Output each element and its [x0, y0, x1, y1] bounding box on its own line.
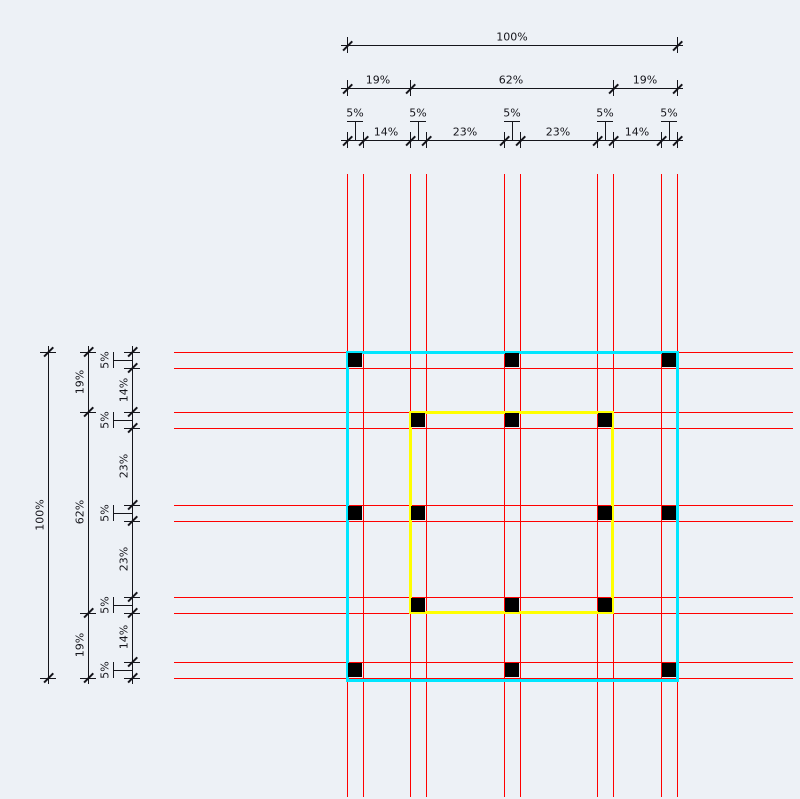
grid-line-horizontal	[174, 505, 793, 506]
dimension-line	[132, 346, 133, 684]
grid-line-horizontal	[174, 521, 793, 522]
column	[505, 353, 519, 367]
dimension-line	[88, 346, 89, 684]
dimension-label: 62%	[498, 73, 524, 87]
inner-boundary	[409, 411, 614, 614]
dimension-label: 5%	[346, 106, 364, 120]
column	[662, 506, 676, 520]
dimension-label: 5%	[660, 106, 678, 120]
dimension-label: 100%	[33, 499, 47, 531]
label-leader	[669, 121, 670, 140]
grid-line-horizontal	[174, 678, 793, 679]
dimension-label: 19%	[73, 369, 87, 395]
grid-line-vertical	[363, 174, 364, 797]
dimension-label: 23%	[452, 125, 478, 139]
column	[505, 598, 519, 612]
grid-line-horizontal	[174, 597, 793, 598]
grid-line-horizontal	[174, 428, 793, 429]
column	[348, 506, 362, 520]
column	[505, 413, 519, 427]
label-leader	[355, 121, 356, 140]
grid-line-vertical	[504, 174, 505, 797]
label-leader	[113, 513, 132, 514]
grid-line-vertical	[520, 174, 521, 797]
column	[411, 413, 425, 427]
label-leader	[512, 121, 513, 140]
column	[598, 598, 612, 612]
label-leader	[113, 420, 132, 421]
grid-line-vertical	[426, 174, 427, 797]
column	[662, 353, 676, 367]
label-leader	[113, 360, 132, 361]
dimension-label: 23%	[117, 453, 131, 479]
dimension-label: 23%	[117, 546, 131, 572]
dimension-label: 19%	[632, 73, 658, 87]
dimension-label: 19%	[365, 73, 391, 87]
grid-line-horizontal	[174, 368, 793, 369]
grid-line-vertical	[597, 174, 598, 797]
dimension-label: 19%	[73, 632, 87, 658]
dimension-label: 5%	[98, 596, 112, 614]
grid-line-vertical	[661, 174, 662, 797]
dimension-line	[341, 88, 683, 89]
label-leader	[113, 605, 132, 606]
column	[662, 663, 676, 677]
dimension-line	[48, 346, 49, 684]
dimension-label: 5%	[98, 411, 112, 429]
dimension-label: 14%	[624, 125, 650, 139]
column	[411, 506, 425, 520]
dimension-label: 100%	[496, 30, 528, 44]
label-leader	[605, 121, 606, 140]
dimension-label: 5%	[503, 106, 521, 120]
column	[505, 663, 519, 677]
dimension-label: 14%	[373, 125, 399, 139]
outer-boundary	[346, 351, 679, 682]
column	[348, 353, 362, 367]
label-leader	[418, 121, 419, 140]
column	[598, 413, 612, 427]
dimension-label: 5%	[98, 504, 112, 522]
column	[411, 598, 425, 612]
dimension-line	[341, 140, 683, 141]
dimension-label: 23%	[545, 125, 571, 139]
dimension-label: 5%	[98, 351, 112, 369]
dimension-label: 5%	[596, 106, 614, 120]
grid-line-horizontal	[174, 662, 793, 663]
dimension-label: 5%	[98, 661, 112, 679]
dimension-line	[341, 45, 683, 46]
label-leader	[113, 670, 132, 671]
dimension-label: 14%	[117, 377, 131, 403]
column	[598, 506, 612, 520]
dimension-label: 5%	[409, 106, 427, 120]
dimension-label: 14%	[117, 624, 131, 650]
dimension-label: 62%	[73, 499, 87, 525]
column	[348, 663, 362, 677]
